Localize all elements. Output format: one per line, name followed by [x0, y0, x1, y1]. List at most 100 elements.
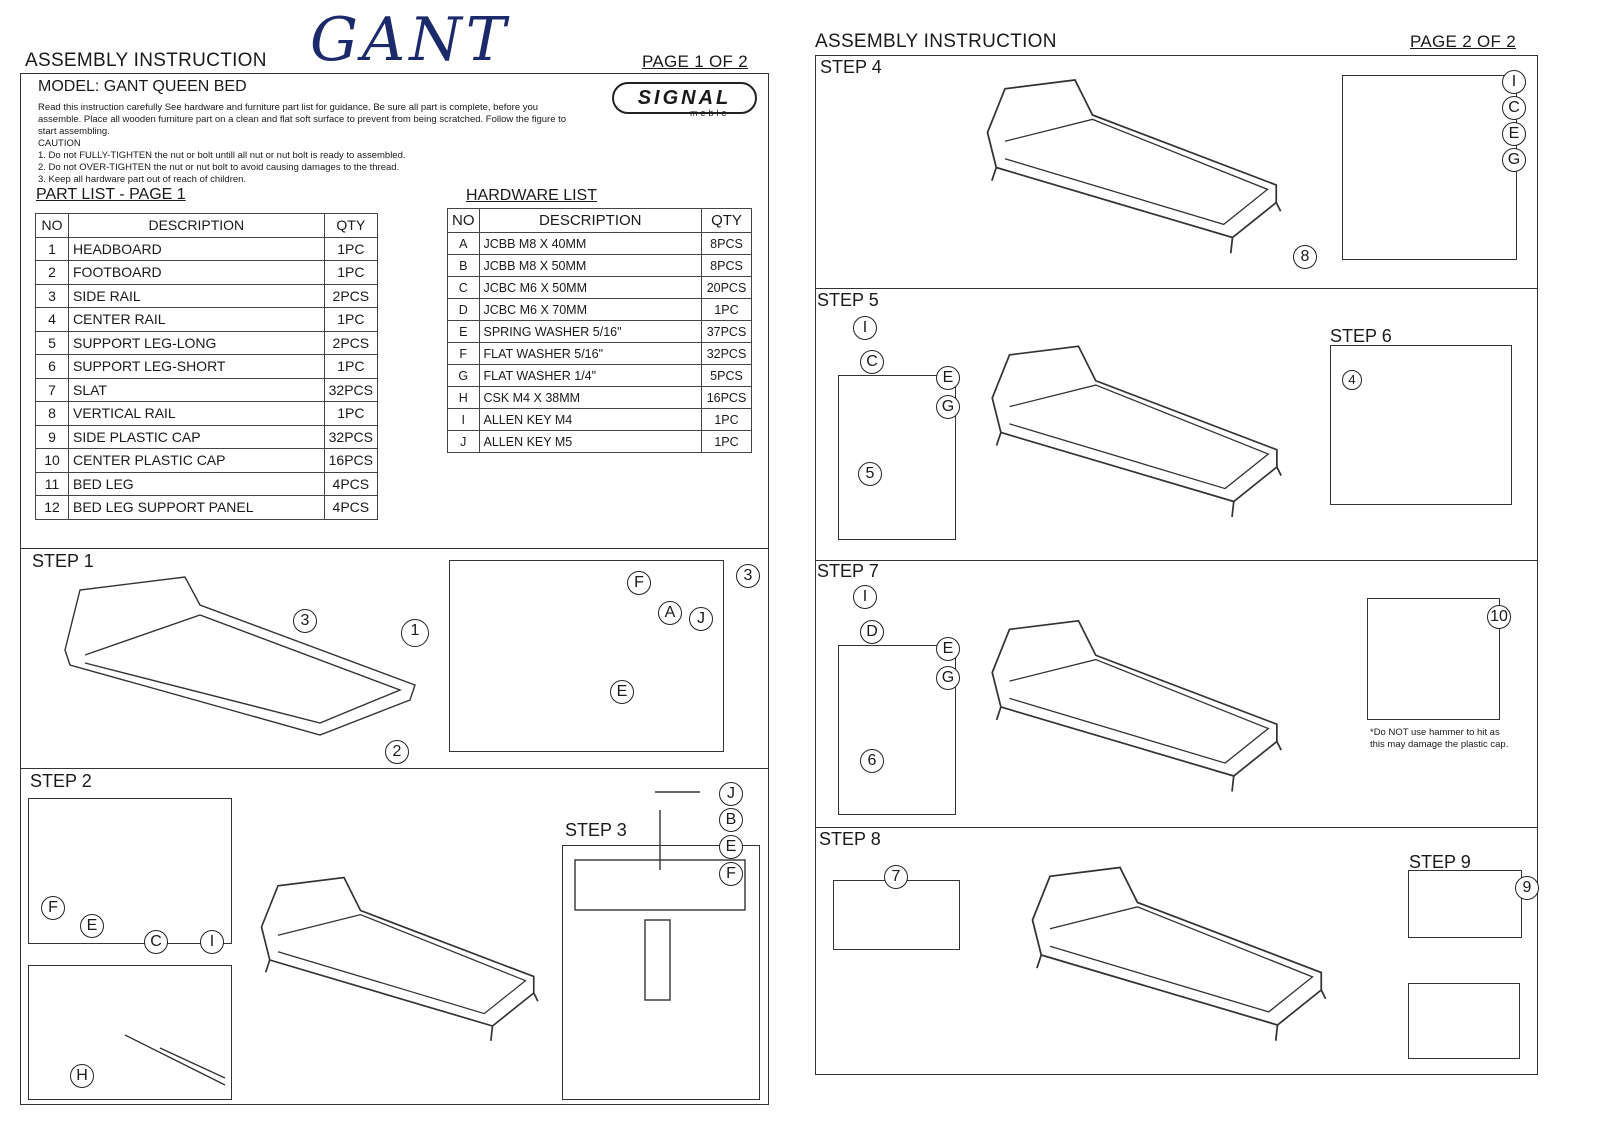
step7-label: STEP 7 [817, 561, 879, 581]
cell-qty: 1PC [701, 298, 752, 321]
step8-label: STEP 8 [819, 829, 881, 849]
step1-detail-box [449, 560, 724, 752]
col-qty: QTY [701, 208, 752, 233]
cell-no: F [447, 342, 480, 365]
caution-title: CAUTION [38, 138, 81, 149]
step5-detail-box [838, 375, 956, 540]
cell-qty: 4PCS [323, 471, 379, 496]
cell-description: BED LEG SUPPORT PANEL [68, 495, 325, 520]
callout: E [719, 835, 743, 859]
cell-qty: 20PCS [701, 276, 752, 299]
callout: F [627, 571, 651, 595]
step4-bed-illustration [986, 79, 1282, 255]
step7-detail-box [838, 645, 956, 815]
cell-no: 11 [35, 471, 69, 496]
cell-qty: 1PC [323, 260, 379, 285]
cell-description: FLAT WASHER 1/4" [478, 364, 702, 387]
step7-bed-illustration [991, 619, 1283, 793]
step8-detail-box [833, 880, 960, 950]
cell-qty: 2PCS [323, 330, 379, 355]
callout: F [719, 862, 743, 886]
step2-bed-illustration [260, 876, 539, 1042]
cell-description: FLAT WASHER 5/16" [478, 342, 702, 365]
cell-no: 1 [35, 236, 69, 261]
cell-no: 8 [35, 401, 69, 426]
callout: 10 [1487, 605, 1511, 629]
cell-no: C [447, 276, 480, 299]
cell-qty: 1PC [323, 401, 379, 426]
cell-qty: 2PCS [323, 283, 379, 308]
callout: I [1502, 70, 1526, 94]
step3-detail-box [562, 845, 760, 1100]
callout: E [610, 680, 634, 704]
callout: 2 [385, 740, 409, 764]
cell-description: ALLEN KEY M5 [478, 430, 702, 453]
cell-qty: 32PCS [323, 377, 379, 402]
callout: G [1502, 148, 1526, 172]
cell-qty: 4PCS [323, 495, 379, 520]
step1-divider [20, 548, 769, 769]
cell-description: SIDE PLASTIC CAP [68, 424, 325, 449]
cell-description: JCBC M6 X 70MM [478, 298, 702, 321]
step6-label: STEP 6 [1330, 326, 1392, 346]
col-description: DESCRIPTION [68, 213, 325, 238]
cell-description: SUPPORT LEG-SHORT [68, 354, 325, 379]
col-qty: QTY [323, 213, 379, 238]
cell-description: JCBC M6 X 50MM [478, 276, 702, 299]
cell-no: 10 [35, 448, 69, 473]
cell-description: SLAT [68, 377, 325, 402]
step4-detail-box [1342, 75, 1517, 260]
cell-description: SIDE RAIL [68, 283, 325, 308]
callout: C [1502, 96, 1526, 120]
caution-item: 1. Do not FULLY-TIGHTEN the nut or bolt … [38, 150, 406, 161]
step4-label: STEP 4 [820, 57, 882, 77]
step3-leg-illustration [574, 791, 746, 1001]
cell-no: A [447, 232, 480, 255]
cell-no: E [447, 320, 480, 343]
cell-no: 9 [35, 424, 69, 449]
callout: 3 [736, 564, 760, 588]
caution-item: 3. Keep all hardware part out of reach o… [38, 174, 247, 185]
callout: I [853, 585, 877, 609]
callout: 3 [293, 609, 317, 633]
cell-no: 4 [35, 307, 69, 332]
intro-text: Read this instruction carefully See hard… [38, 102, 567, 137]
cell-description: VERTICAL RAIL [68, 401, 325, 426]
callout: 5 [858, 462, 882, 486]
cell-no: B [447, 254, 480, 277]
step5-bed-illustration [991, 345, 1283, 518]
step9-label: STEP 9 [1409, 852, 1471, 872]
cell-qty: 32PCS [701, 342, 752, 365]
callout: E [936, 366, 960, 390]
cell-description: BED LEG [68, 471, 325, 496]
step2-divider [20, 768, 769, 769]
model-name: MODEL: GANT QUEEN BED [38, 78, 247, 95]
cell-description: CENTER PLASTIC CAP [68, 448, 325, 473]
callout: 9 [1515, 876, 1539, 900]
cell-qty: 1PC [701, 430, 752, 453]
callout: F [41, 896, 65, 920]
callout: 1 [401, 619, 429, 647]
page1-title: ASSEMBLY INSTRUCTION [25, 50, 267, 71]
step2-label: STEP 2 [30, 771, 92, 791]
cell-no: 2 [35, 260, 69, 285]
callout: G [936, 395, 960, 419]
callout: 4 [1342, 370, 1362, 390]
page1-frame [20, 73, 769, 1105]
cell-no: 12 [35, 495, 69, 520]
